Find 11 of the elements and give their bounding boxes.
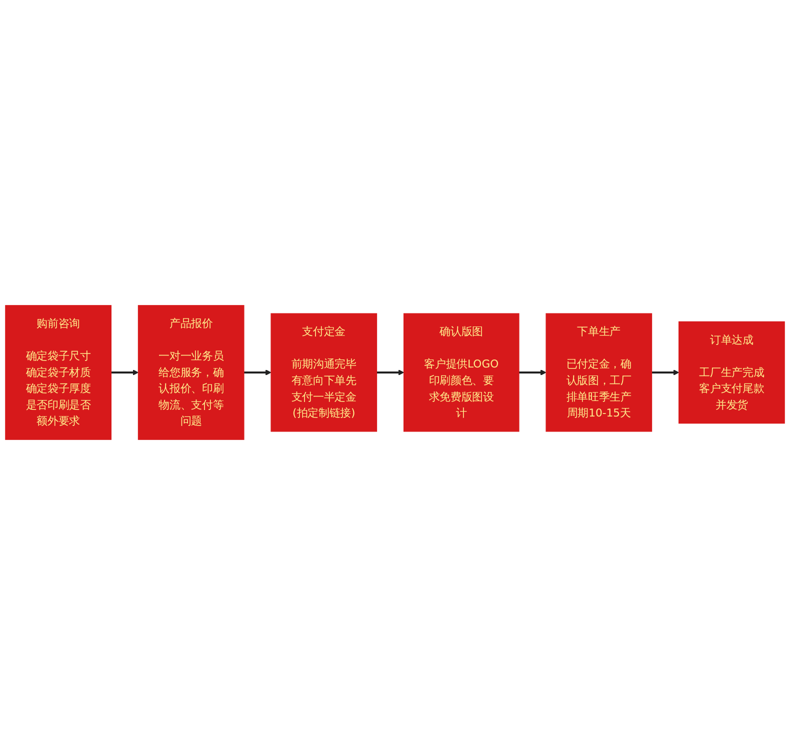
arrow: [652, 369, 680, 375]
node-box: 订单达成 工厂生产完成客户支付尾款并发货: [678, 320, 785, 424]
arrow: [244, 369, 272, 375]
node-box: 产品报价 一对一业务员给您服务，确认报价、印刷物流、支付等问题: [138, 304, 244, 440]
arrow: [111, 369, 139, 375]
node-box: 下单生产 已付定金，确认版图，工厂排单旺季生产周期10-15天: [546, 312, 652, 432]
node-box: 购前咨询 确定袋子尺寸确定袋子材质确定袋子厚度是否印刷是否额外要求: [5, 304, 112, 440]
node-box: 支付定金 前期沟通完毕有意向下单先支付一半定金(拍定制链接): [270, 312, 378, 432]
node-box: 确认版图 客户提供LOGO印刷颜色、要求免费版图设计: [404, 312, 520, 432]
arrow: [518, 369, 546, 375]
arrow: [376, 369, 404, 375]
